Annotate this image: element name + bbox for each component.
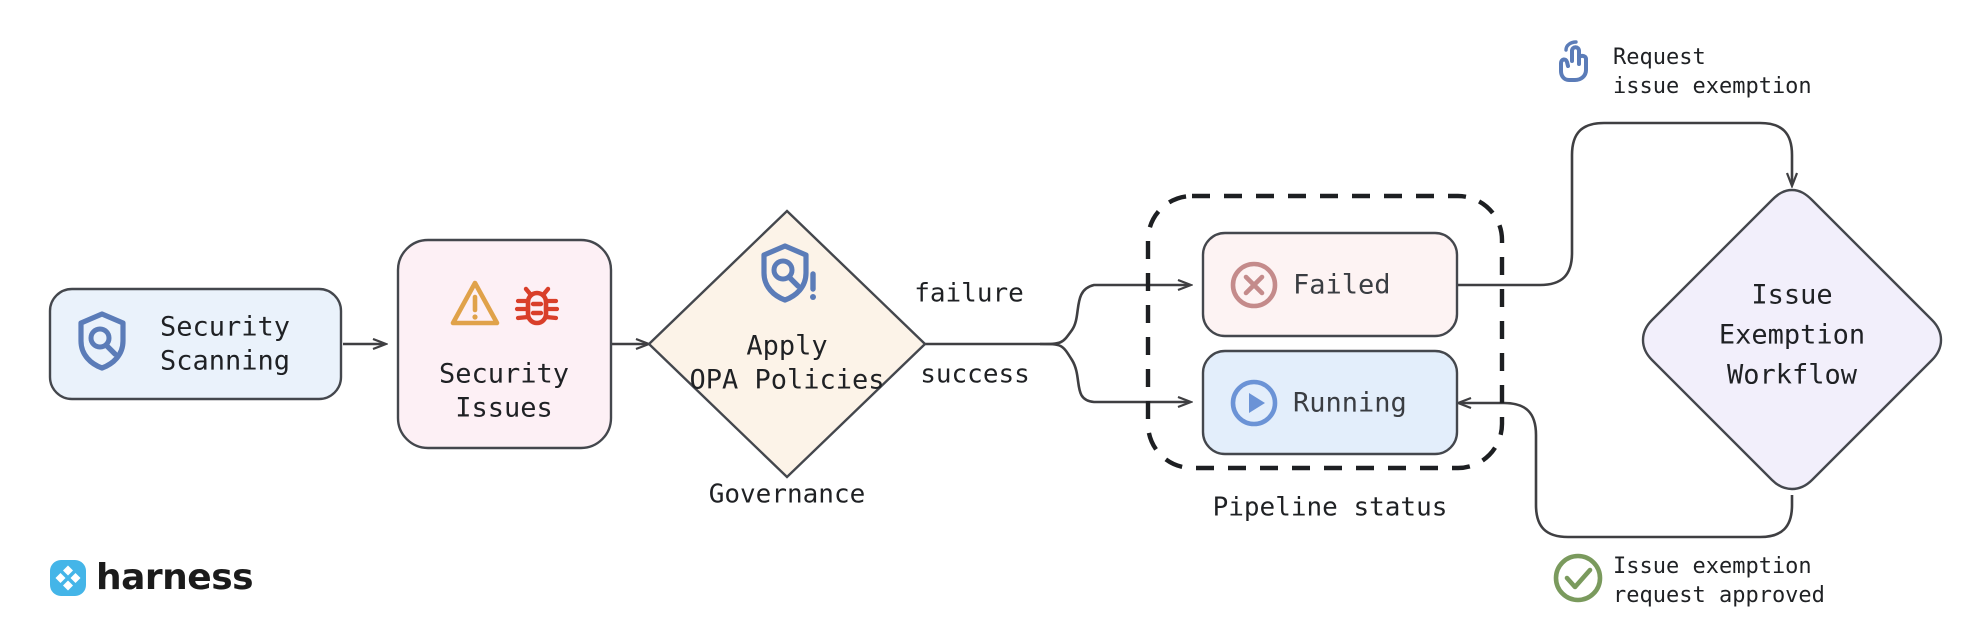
shield-search-alert-icon <box>761 243 816 303</box>
annotation-request-line1: Request <box>1613 45 1706 70</box>
edge-failed-to-exemption-workflow <box>1457 121 1792 287</box>
node-label-security-scanning-line1: Security <box>160 312 290 343</box>
warning-triangle-icon <box>450 280 500 326</box>
node-caption-governance: Governance <box>709 480 866 510</box>
play-circle-icon <box>1230 379 1278 427</box>
check-circle-icon <box>1553 553 1603 603</box>
brand-name: harness <box>96 557 253 598</box>
node-label-failed: Failed <box>1293 270 1391 301</box>
edge-policies-to-running <box>1039 342 1190 402</box>
node-apply-opa-policies[interactable]: Apply OPA Policies Governance <box>647 209 927 510</box>
node-label-security-scanning-line2: Scanning <box>160 346 290 377</box>
brand-harness: harness <box>50 557 254 598</box>
annotation-approved-line2: request approved <box>1613 583 1825 608</box>
harness-logo-icon <box>50 560 86 596</box>
bug-icon <box>514 286 560 326</box>
annotation-request-line2: issue exemption <box>1613 74 1812 99</box>
node-label-exemption-line1: Issue <box>1751 280 1832 311</box>
hand-pointer-icon <box>1559 40 1588 82</box>
edge-exemption-workflow-to-running <box>1459 403 1794 539</box>
node-issue-exemption-workflow[interactable]: Issue Exemption Workflow <box>1641 188 1943 491</box>
annotation-request-issue-exemption: Request issue exemption <box>1559 40 1812 99</box>
x-circle-icon <box>1230 261 1278 309</box>
node-label-exemption-line2: Exemption <box>1719 320 1865 351</box>
node-label-running: Running <box>1293 388 1407 419</box>
node-label-security-issues-line2: Issues <box>455 393 553 424</box>
node-security-scanning[interactable]: Security Scanning <box>48 287 343 401</box>
shield-search-icon <box>78 311 126 371</box>
node-failed[interactable]: Failed <box>1201 231 1459 338</box>
node-label-apply-opa-line2: OPA Policies <box>689 365 884 396</box>
annotation-approved-line1: Issue exemption <box>1613 554 1812 579</box>
node-label-security-issues-line1: Security <box>439 359 569 390</box>
group-label-pipeline-status: Pipeline status <box>1213 493 1448 523</box>
node-label-exemption-line3: Workflow <box>1727 360 1858 391</box>
node-security-issues[interactable]: Security Issues <box>396 238 613 450</box>
edge-label-success: success <box>920 360 1030 390</box>
group-pipeline-status: Pipeline status <box>1145 193 1505 523</box>
edge-label-failure: failure <box>914 279 1024 309</box>
annotation-issue-exemption-approved: Issue exemption request approved <box>1553 553 1825 608</box>
node-label-apply-opa-line1: Apply <box>746 331 827 362</box>
node-running[interactable]: Running <box>1201 349 1459 456</box>
